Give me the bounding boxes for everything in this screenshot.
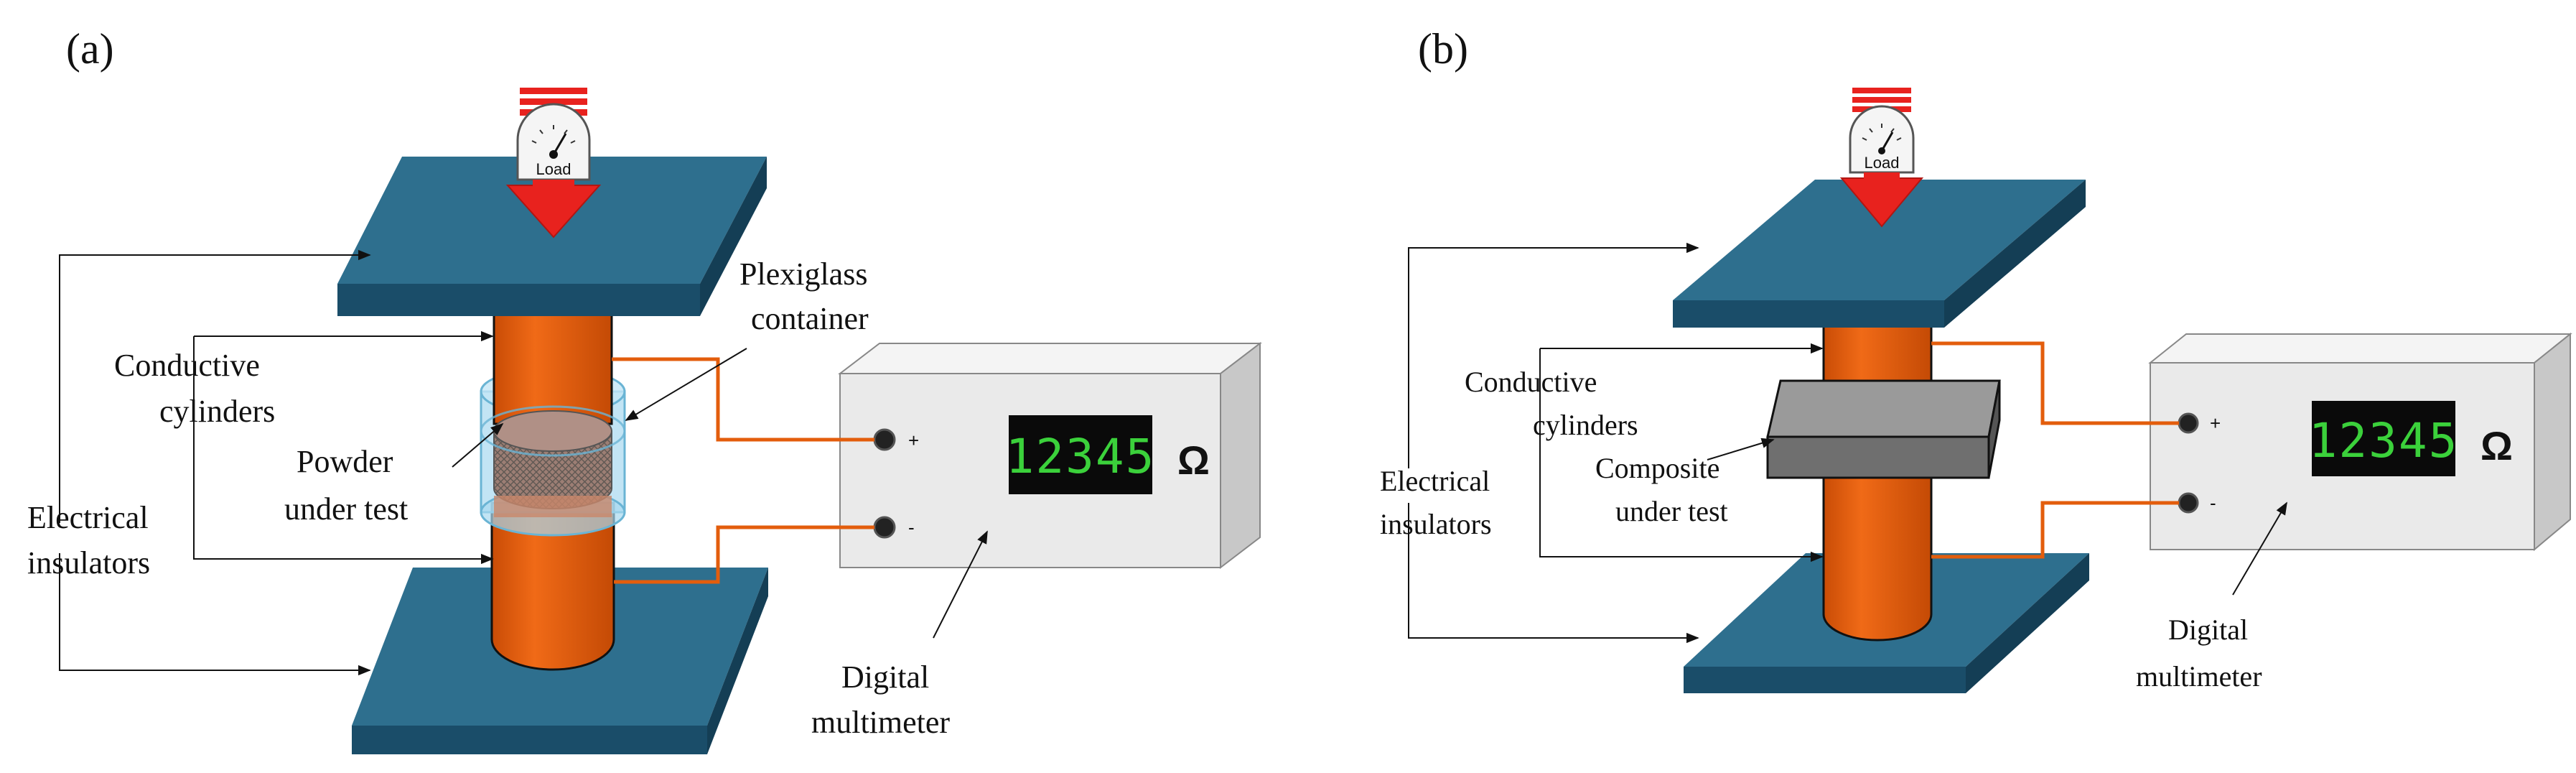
wires [612,357,874,584]
label-cylinders: cylinders [159,394,275,429]
label-cylinders-b: cylinders [1533,409,1638,441]
meter-reading-b: 12345 [2309,413,2459,468]
load-label-b: Load [1865,154,1900,172]
panel-b-label: (b) [1418,25,1468,73]
label-conductive-b: Conductive [1465,366,1597,398]
load-indicator: Load [505,88,602,239]
label-conductive: Conductive [114,348,260,383]
label-digital-b: Digital [2168,614,2248,646]
labels-b: Electrical insulators Conductive cylinde… [1380,366,2262,693]
panel-a: (a) [27,25,1262,754]
plus-sign: + [908,430,919,451]
label-electrical: Electrical [27,500,149,535]
plus-sign-b: + [2210,412,2221,434]
label-electrical-b: Electrical [1380,465,1490,497]
label-insulators: insulators [27,545,150,580]
positive-terminal [873,428,896,451]
label-composite: Composite [1595,452,1719,484]
panel-a-label: (a) [66,25,114,73]
lower-conductive-cylinder-b [1822,469,1933,642]
label-insulators-b: insulators [1380,508,1492,540]
labels-a: Electrical insulators Conductive cylinde… [27,256,950,740]
minus-sign: - [908,517,915,538]
load-indicator-b: Load [1839,88,1924,228]
digital-multimeter: 12345 Ω + - [838,341,1262,570]
upper-conductive-cylinder [493,297,613,425]
top-insulator-plate-b [1673,180,2086,328]
label-digital: Digital [841,659,929,695]
panel-b: (b) [1380,25,2572,693]
powder-sample [480,405,626,509]
ohm-symbol-b: Ω [2481,423,2513,468]
minus-sign-b: - [2210,492,2216,514]
wires-b [1931,341,2179,559]
load-label: Load [536,160,571,178]
ohm-symbol: Ω [1177,438,1210,483]
label-plexiglass: Plexiglass [739,256,867,292]
negative-terminal [873,516,896,539]
label-container: container [751,301,869,336]
leader-lines [59,249,988,676]
positive-terminal-b [2178,412,2199,434]
label-under-test-b: under test [1615,495,1728,527]
powder-lower-edge [494,496,612,517]
negative-terminal-b [2178,492,2199,514]
lower-conductive-cylinder [490,501,615,671]
meter-display [1009,415,1152,494]
label-multimeter-b: multimeter [2136,660,2262,693]
leader-lines-b [1408,242,2287,644]
label-powder: Powder [297,444,393,479]
label-under-test: under test [284,491,408,527]
meter-display-b [2312,401,2455,476]
composite-sample [1766,379,2001,479]
digital-multimeter-b: 12345 Ω + - [2148,332,2572,552]
meter-reading: 12345 [1006,429,1156,484]
label-multimeter: multimeter [811,705,950,740]
